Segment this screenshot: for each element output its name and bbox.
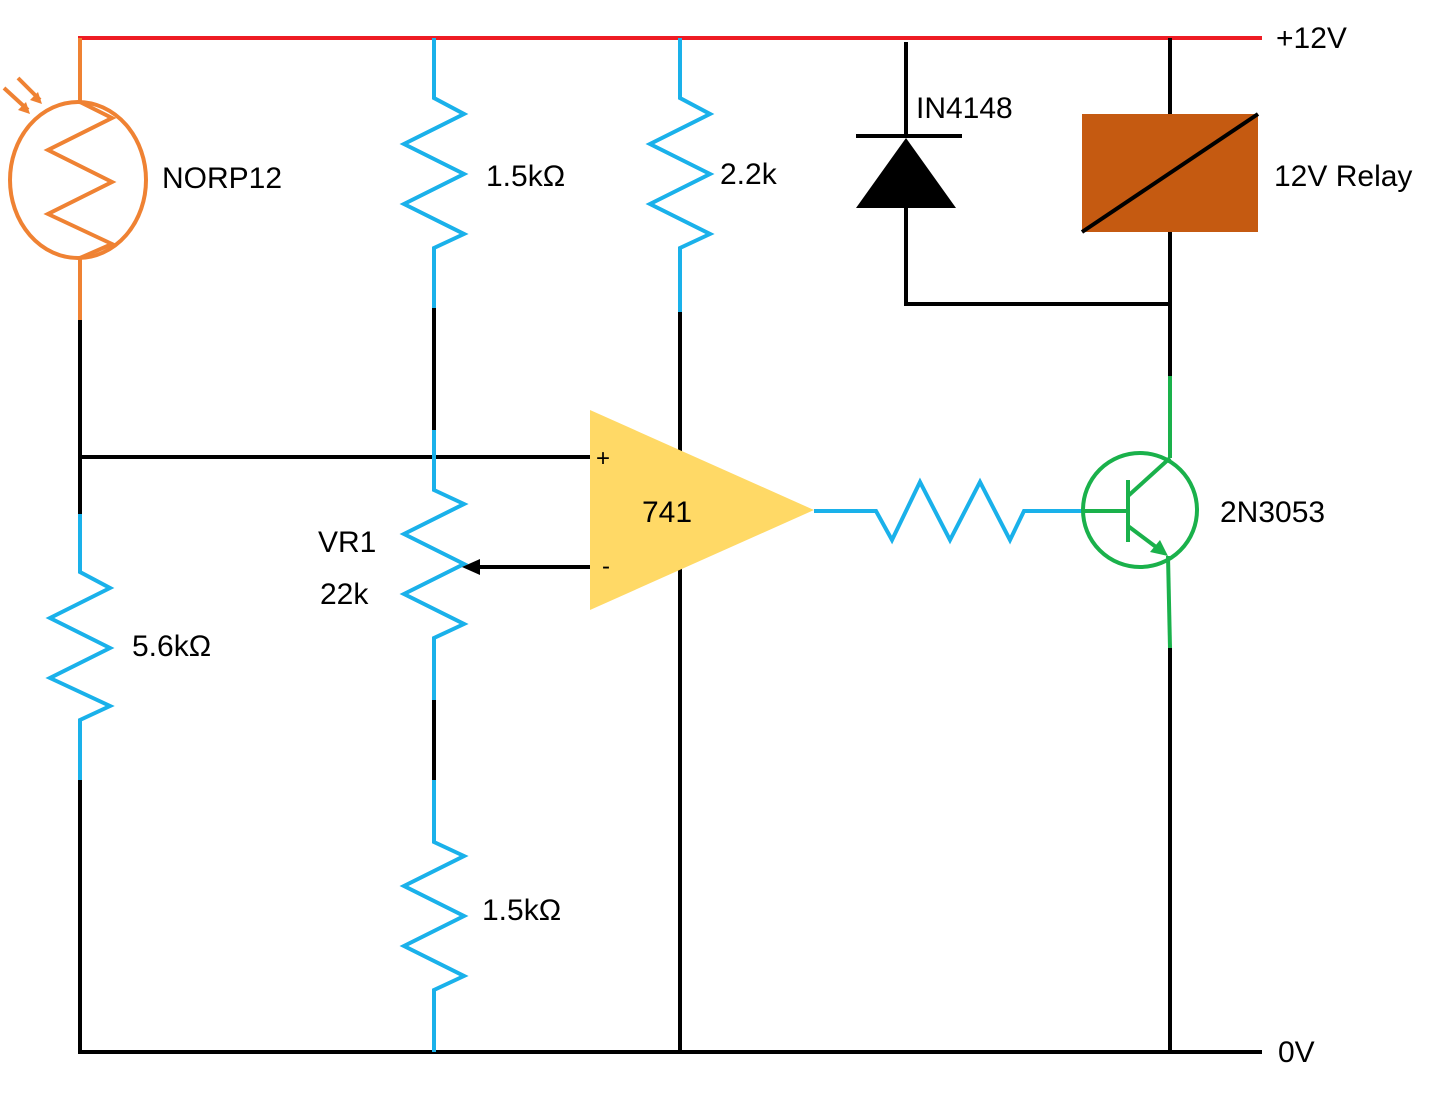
resistor-icon xyxy=(45,514,115,780)
opamp-label: 741 xyxy=(642,496,692,529)
resistor-top-left-label: 1.5kΩ xyxy=(486,160,565,193)
supply-positive-label: +12V xyxy=(1276,22,1347,55)
supply-ground-label: 0V xyxy=(1278,1036,1315,1069)
resistor-top-mid-label: 2.2k xyxy=(720,158,778,191)
pot-name-label: VR1 xyxy=(318,526,376,559)
light-arrows-icon xyxy=(2,76,42,114)
relay-label: 12V Relay xyxy=(1274,160,1412,193)
resistor-bottom-left-label: 5.6kΩ xyxy=(132,630,211,663)
ldr-icon xyxy=(8,38,148,320)
resistor-icon xyxy=(814,477,1082,545)
potentiometer-icon xyxy=(399,430,590,700)
ldr-label: NORP12 xyxy=(162,162,282,195)
resistor-icon xyxy=(399,780,469,1052)
resistor-icon xyxy=(645,38,715,312)
pot-value-label: 22k xyxy=(320,578,369,611)
opamp-minus-label: - xyxy=(602,553,610,580)
transistor-label: 2N3053 xyxy=(1220,496,1325,529)
diode-label: IN4148 xyxy=(916,92,1013,125)
resistor-icon xyxy=(399,38,469,308)
diode-icon xyxy=(856,134,962,208)
resistor-bottom-mid-label: 1.5kΩ xyxy=(482,894,561,927)
opamp-icon xyxy=(590,410,814,610)
npn-transistor-icon xyxy=(1081,376,1199,649)
relay-coil-icon xyxy=(1080,112,1260,234)
opamp-plus-label: + xyxy=(596,445,610,472)
